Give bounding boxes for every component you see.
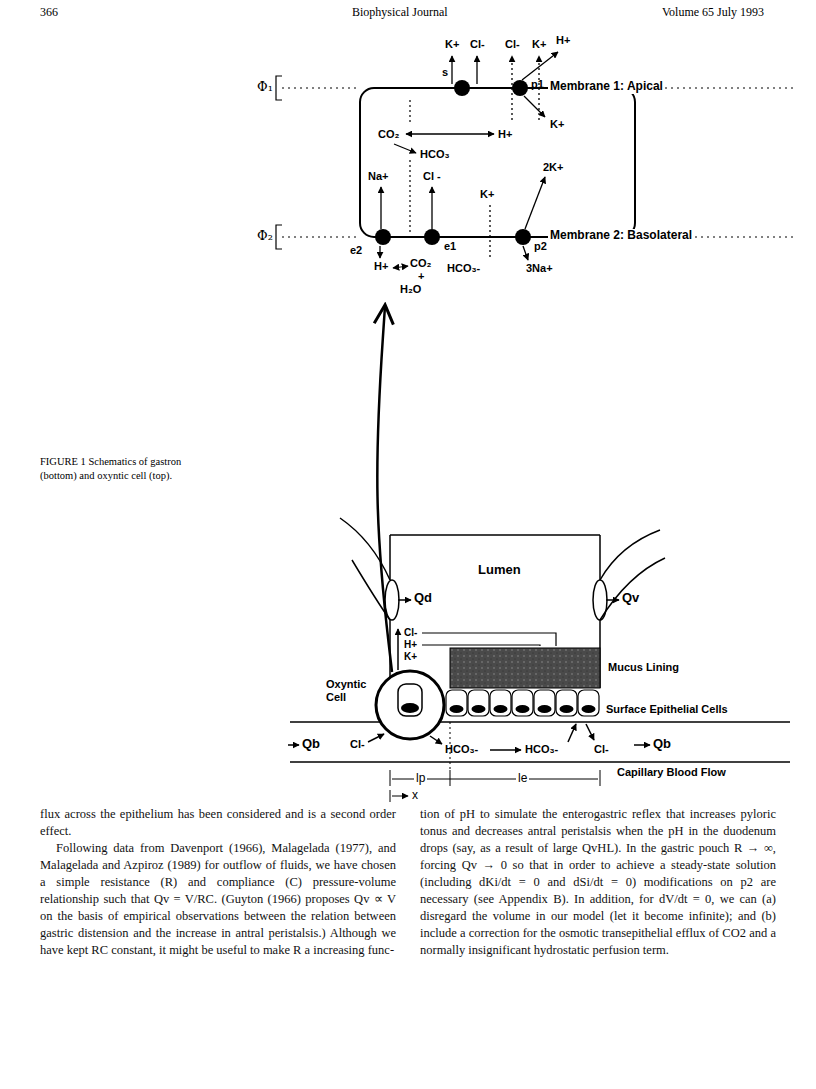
ion-label: K+: [480, 188, 494, 201]
ion-label: K+: [445, 38, 459, 51]
region-label: Capillary Blood Flow: [617, 766, 726, 779]
ion-label: K+: [550, 118, 564, 131]
potential-label: Φ₁: [257, 80, 273, 95]
potential-label: Φ₂: [257, 229, 273, 244]
gastron-schematic: [288, 518, 790, 802]
flow-label: Qb: [302, 737, 320, 752]
ion-label: Cl-: [470, 38, 485, 51]
transporter-label: p2: [534, 240, 547, 253]
node-label: Oxyntic Cell: [326, 678, 376, 703]
ion-label: CO₂: [378, 128, 399, 141]
ion-label: HCO₃-: [447, 262, 480, 275]
journal-name: Biophysical Journal: [352, 6, 448, 20]
oxyntic-cell-circle: [376, 671, 444, 739]
ion-label: H+: [374, 260, 388, 273]
flow-label: Qd: [414, 591, 432, 606]
ion-label: Cl-: [594, 743, 609, 756]
axis-label: x: [412, 789, 418, 803]
transporter-dots: [375, 80, 531, 245]
node-label: Lumen: [478, 563, 521, 578]
ion-label: H+: [498, 128, 512, 141]
figure-caption: FIGURE 1 Schematics of gastron (bottom) …: [40, 455, 218, 483]
ion-label: Na+: [368, 170, 389, 183]
ion-label: H+: [556, 34, 570, 47]
issue-info: Volume 65 July 1993: [662, 6, 764, 20]
node-label: Mucus Lining: [608, 661, 679, 674]
ion-label: +: [418, 270, 424, 283]
node-label: Membrane 2: Basolateral: [548, 229, 694, 243]
oxyntic-cell-schematic: [276, 52, 795, 268]
flow-label: Qv: [622, 591, 639, 606]
ion-label: HCO₃-: [445, 743, 478, 756]
transporter-label: e2: [350, 244, 362, 257]
oxyntic-cell: Oxyntic Cell: [320, 672, 445, 740]
body-text: flux across the epithelium has been cons…: [40, 806, 396, 840]
ion-label: Cl-: [505, 38, 520, 51]
ion-label: H+: [404, 639, 417, 651]
ion-label: HCO₃-: [525, 743, 558, 756]
dimension-label: lp: [414, 772, 427, 786]
ion-label: 2K+: [543, 161, 564, 174]
flow-label: Qb: [653, 737, 671, 752]
body-text: tion of pH to simulate the enterogastric…: [420, 806, 776, 959]
curved-arrow: [377, 306, 392, 672]
ion-label: 3Na+: [526, 262, 553, 275]
node-label: Membrane 1: Apical: [548, 80, 665, 94]
transporter-label: e1: [444, 240, 456, 253]
ion-label: K+: [532, 38, 546, 51]
ion-label: H₂O: [400, 283, 421, 296]
dimension-label: le: [516, 772, 529, 786]
region-label: Surface Epithelial Cells: [606, 703, 728, 716]
transporter-label: s: [442, 66, 448, 79]
transporter-label: p1: [531, 78, 544, 91]
ion-label: Cl-: [350, 738, 365, 751]
ion-label: Cl-: [404, 627, 417, 639]
mucus-lining: Mucus Lining: [450, 648, 712, 688]
ion-label: K+: [404, 651, 417, 663]
ion-label: CO₂: [410, 257, 431, 270]
epithelial-cells: [446, 690, 599, 716]
ion-label: Cl -: [423, 170, 441, 183]
body-text: Following data from Davenport (1966), Ma…: [40, 840, 396, 959]
ion-label: HCO₃: [420, 148, 450, 161]
page-number: 366: [40, 6, 58, 20]
